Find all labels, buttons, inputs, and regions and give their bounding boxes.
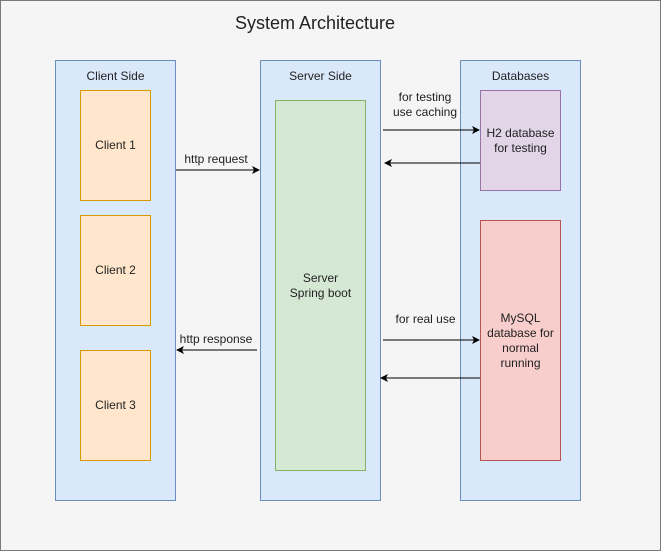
http-response-label: http response bbox=[179, 332, 253, 346]
client-1-label: Client 1 bbox=[95, 138, 136, 152]
http-request-label: http request bbox=[184, 152, 248, 166]
client-3-label: Client 3 bbox=[95, 398, 136, 412]
diagram-title: System Architecture bbox=[234, 13, 396, 33]
h2-database-label: H2 database for testing bbox=[486, 125, 555, 155]
client-2-node: Client 2 bbox=[80, 215, 151, 326]
client-side-label: Client Side bbox=[86, 69, 145, 83]
client-2-label: Client 2 bbox=[95, 263, 136, 277]
mysql-database-node: MySQL database for normal running bbox=[480, 220, 561, 461]
databases-label: Databases bbox=[491, 69, 550, 83]
server-node: Server Spring boot bbox=[275, 100, 366, 471]
h2-database-node: H2 database for testing bbox=[480, 90, 561, 191]
testing-caching-label: for testing use caching bbox=[392, 90, 458, 119]
real-use-label: for real use bbox=[395, 312, 456, 326]
server-label: Server Spring boot bbox=[289, 270, 352, 300]
server-side-label: Server Side bbox=[289, 69, 352, 83]
client-1-node: Client 1 bbox=[80, 90, 151, 201]
mysql-database-label: MySQL database for normal running bbox=[487, 310, 554, 370]
client-3-node: Client 3 bbox=[80, 350, 151, 461]
